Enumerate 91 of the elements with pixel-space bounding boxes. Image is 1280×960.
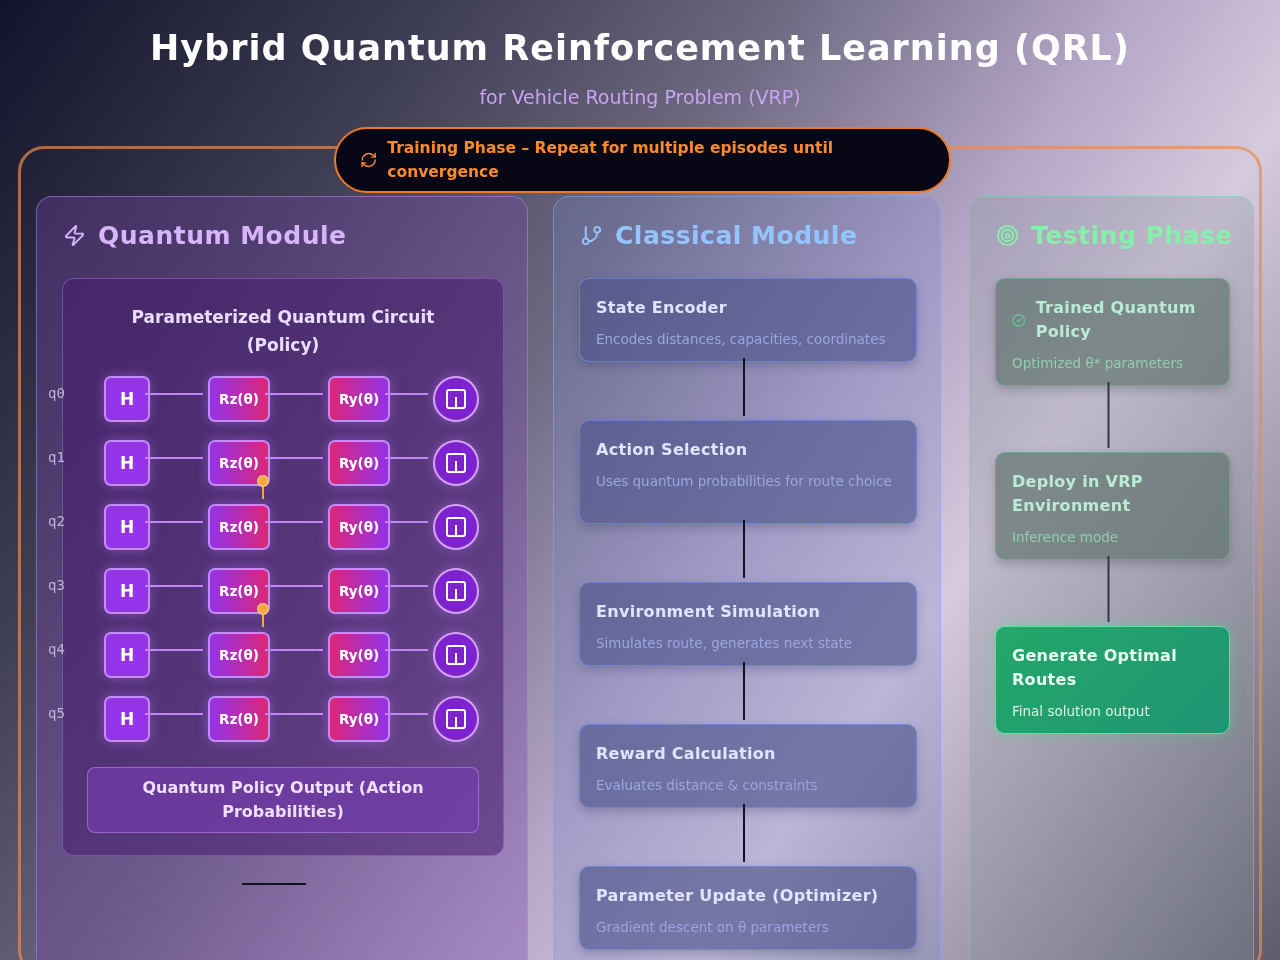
connector-line [144,585,204,587]
connector-line [144,457,204,459]
gate-box: Rz(θ) [208,504,270,550]
connector-line [1107,555,1110,623]
quantum-module-panel [36,196,528,960]
gate-box: H [104,504,150,550]
connector-line [743,661,745,721]
measurement-circle [433,632,479,678]
gate-box: H [104,696,150,742]
connector-line [384,457,429,459]
step-box [579,420,917,524]
step-description: Gradient descent on θ parameters [596,918,830,937]
step-description: Encodes distances, capacities, coordinates [596,330,887,349]
step-box [579,724,917,808]
qubit-label: q3 [48,577,65,593]
gate-box: Rz(θ) [208,376,270,422]
connector-line [144,521,204,523]
entangle-line [257,603,269,628]
gate-box: Rz(θ) [208,568,270,614]
gate-box: H [104,568,150,614]
step-description: Final solution output [1012,702,1151,721]
panel-title: Quantum Module [98,221,347,250]
gate-box: Ry(θ) [328,440,390,486]
testing-phase-panel [969,196,1254,960]
step-box [995,626,1230,734]
gate-box: Rz(θ) [208,440,270,486]
gate-box: Ry(θ) [328,568,390,614]
gate-box: Ry(θ) [328,376,390,422]
qubit-label: q5 [48,705,65,721]
gate-box: Ry(θ) [328,632,390,678]
connector-line [384,393,429,395]
connector-line [743,803,745,863]
circuit-title: Parameterized Quantum Circuit (Policy) [130,306,436,357]
measurement-circle [433,440,479,486]
step-title: Action Selection [596,439,748,461]
connector-line [264,649,324,651]
panel-title: Classical Module [615,221,858,250]
entangle-line [257,475,269,500]
connector-line [384,521,429,523]
connector-line [264,585,324,587]
step-title: Generate Optimal Routes [1012,645,1178,691]
connector-line [384,649,429,651]
badge-text: Training Phase – Repeat for multiple episodes until convergence [387,138,835,183]
measurement-circle [433,376,479,422]
gate-box: Rz(θ) [208,696,270,742]
qubit-label: q4 [48,641,65,657]
connector-line [384,713,429,715]
connector-line [264,393,324,395]
step-box [995,452,1230,560]
measurement-circle [433,568,479,614]
diagram-title: Hybrid Quantum Reinforcement Learning (QRL) [149,28,1131,68]
gate-box: H [104,632,150,678]
step-box [579,582,917,666]
classical-module-panel [553,196,941,960]
step-description: Optimized θ* parameters [1012,354,1184,373]
step-title: Deploy in VRP Environment [1012,471,1144,517]
measurement-circle [433,696,479,742]
step-box [995,278,1230,386]
gate-box: H [104,376,150,422]
qubit-label: q0 [48,385,65,401]
connector-line [264,457,324,459]
step-box [579,866,917,950]
connector-line [384,585,429,587]
qubit-label: q2 [48,513,65,529]
step-title: Environment Simulation [596,601,821,623]
qubit-label: q1 [48,449,65,465]
step-description: Evaluates distance & constraints [596,776,819,795]
gate-box: Ry(θ) [328,696,390,742]
connector-line [743,357,745,417]
connector-line [264,713,324,715]
measurement-circle [433,504,479,550]
panel-title: Testing Phase [1031,221,1233,250]
connector-line [264,521,324,523]
step-title: Trained Quantum Policy [1035,297,1197,343]
gate-box: Ry(θ) [328,504,390,550]
step-description: Uses quantum probabilities for route choice [596,472,893,491]
connector-line [1107,381,1110,449]
connector-line [144,649,204,651]
connector-line [144,393,204,395]
connector-line [144,713,204,715]
subtitle: for Vehicle Routing Problem (VRP) [478,86,802,108]
step-title: Reward Calculation [596,743,776,765]
step-title: Parameter Update (Optimizer) [596,885,879,907]
step-title: State Encoder [596,297,727,319]
output-box: Quantum Policy Output (Action Probabilities) [87,767,479,833]
step-description: Inference mode [1012,528,1120,547]
connector-line [743,519,745,579]
step-description: Simulates route, generates next state [596,634,854,653]
gate-box: Rz(θ) [208,632,270,678]
gate-box: H [104,440,150,486]
step-box [579,278,917,362]
